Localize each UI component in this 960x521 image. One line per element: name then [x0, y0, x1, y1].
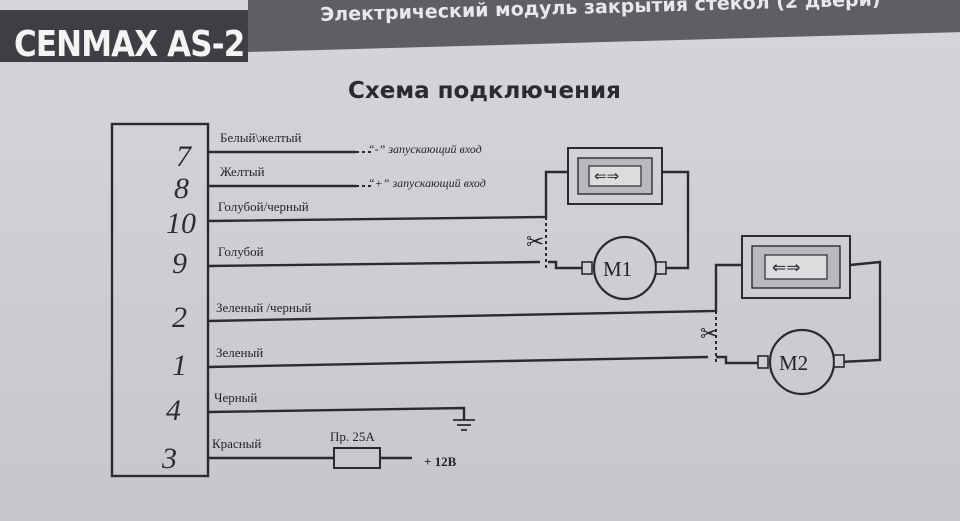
module-block: [110, 122, 210, 478]
wire-switch1-to-motor1: [662, 170, 690, 270]
motor-2-label: M2: [779, 351, 808, 375]
window-switch-1: [567, 147, 663, 205]
ground-icon: [453, 419, 475, 431]
scissors-icon-1: ✂: [526, 230, 544, 255]
pin-2: 2: [172, 301, 187, 334]
switch-1-arrows-icon: ⇐⇒: [594, 167, 619, 185]
wire-switch2-to-motor2: [839, 260, 882, 364]
wire-label-yellow: Желтый: [220, 164, 265, 179]
header-bar: Электрический модуль закрытия стекол (2 …: [0, 0, 960, 65]
brand-block: CENMAX AS-2: [0, 10, 248, 65]
pin-10: 10: [166, 207, 196, 240]
pin-7: 7: [176, 140, 193, 173]
wire-1-to-motor: [716, 355, 762, 365]
motor-2-terminal-right: [833, 354, 845, 368]
motor-1-label: M1: [603, 257, 632, 281]
wire-4: [207, 406, 466, 420]
wire-2: [207, 263, 742, 323]
motor-1-terminal-right: [655, 261, 667, 275]
trigger-minus-label: “-” запускающий вход: [368, 142, 482, 156]
motor-1-terminal-left: [581, 261, 593, 275]
wire-label-red: Красный: [212, 436, 261, 451]
wire-label-black: Черный: [214, 390, 257, 405]
switch-2-arrows-icon: ⇐⇒: [772, 258, 801, 278]
pin-9: 9: [172, 247, 187, 280]
pin-8: 8: [174, 172, 189, 205]
wire-1: [207, 355, 709, 369]
window-switch-1-key: [588, 165, 642, 187]
supply-label: + 12В: [424, 454, 457, 469]
window-switch-2-key: [764, 254, 828, 280]
wire-10: [207, 170, 568, 223]
wire-label-blue: Голубой: [218, 244, 264, 259]
motor-2-terminal-left: [757, 355, 769, 369]
pin-1: 1: [172, 349, 187, 382]
wire-9-to-motor: [548, 260, 590, 270]
wire-label-white-yellow: Белый\желтый: [220, 130, 302, 145]
pin-4: 4: [166, 394, 181, 427]
brand-name: CENMAX AS-2: [14, 24, 245, 65]
trigger-plus-label: “+” запускающий вход: [368, 176, 486, 190]
fuse-label: Пр. 25А: [330, 429, 375, 444]
wire-label-green: Зеленый: [216, 345, 263, 360]
scissors-icon-2: ✂: [700, 322, 718, 347]
wire-9: [207, 260, 541, 268]
pin-3: 3: [161, 442, 177, 475]
wire-label-green-black: Зеленый /черный: [216, 300, 312, 315]
diagram-title: Схема подключения: [348, 78, 621, 104]
fuse: [333, 447, 381, 469]
wire-label-blue-black: Голубой/черный: [218, 199, 309, 214]
window-switch-2: [741, 235, 851, 299]
